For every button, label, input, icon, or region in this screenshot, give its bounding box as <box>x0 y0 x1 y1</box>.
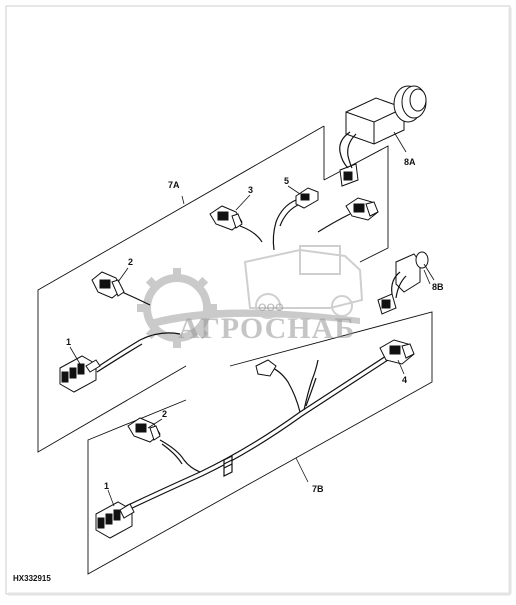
connector-7b-1 <box>95 501 135 539</box>
label-7a-2: 2 <box>128 257 134 267</box>
harness-7a-outline <box>37 125 389 453</box>
label-7a-1: 1 <box>66 337 72 347</box>
connector-7a-3 <box>209 205 243 231</box>
connector-7a-1 <box>59 355 101 393</box>
harness-7b-cables <box>125 355 389 511</box>
label-7b-4: 4 <box>402 375 408 385</box>
connector-7b-upper <box>255 359 277 377</box>
connector-7b-4 <box>379 339 415 365</box>
page-frame <box>5 5 512 596</box>
connector-7a-5 <box>295 187 319 209</box>
harness-7b-outline <box>87 311 433 575</box>
label-7b: 7B <box>312 484 324 494</box>
switch-8b-cables <box>391 269 431 299</box>
drawing-code: HX332915 <box>13 574 51 583</box>
connector-7a-2 <box>91 271 125 299</box>
label-7a: 7A <box>168 180 180 190</box>
switch-8a <box>339 85 427 187</box>
label-7a-5: 5 <box>284 176 290 186</box>
label-8a: 8A <box>404 157 416 167</box>
connector-7a-unlabeled <box>345 197 379 221</box>
watermark-company: АГРОСНАБ <box>178 312 356 345</box>
switch-8b <box>377 251 429 315</box>
switch-8a-cables <box>339 131 407 169</box>
label-8b: 8B <box>432 282 444 292</box>
watermark-prefix: ООО <box>258 302 284 314</box>
harness-7a-cables <box>95 199 351 373</box>
label-7a-3: 3 <box>248 185 254 195</box>
label-7b-1: 1 <box>104 481 110 491</box>
leader-lines <box>69 185 435 507</box>
connector-7b-2 <box>127 417 161 443</box>
watermark-logo <box>137 245 364 348</box>
label-7b-2: 2 <box>162 409 168 419</box>
